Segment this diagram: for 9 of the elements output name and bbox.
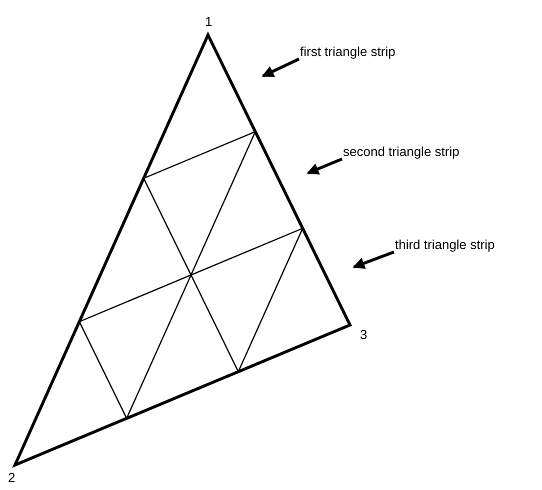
arrow <box>306 158 343 175</box>
vertex-number: 3 <box>360 327 368 343</box>
strip-label: second triangle strip <box>343 144 460 160</box>
strip-label: third triangle strip <box>395 237 495 253</box>
arrow <box>352 250 395 269</box>
vertex-number: 1 <box>205 14 212 30</box>
strip-label: first triangle strip <box>300 44 396 60</box>
vertex-number: 2 <box>8 470 16 486</box>
arrow <box>262 58 300 78</box>
